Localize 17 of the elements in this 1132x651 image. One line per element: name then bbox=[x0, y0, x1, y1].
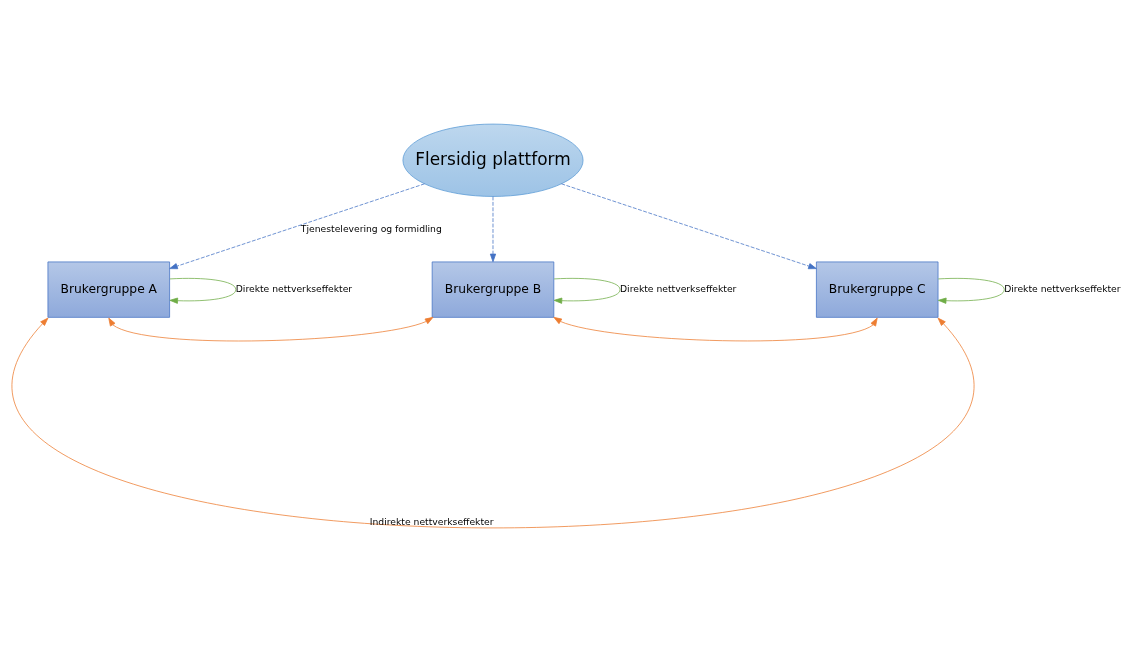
edge-label: Tjenestelevering og formidling bbox=[300, 222, 442, 234]
arrow bbox=[108, 316, 434, 341]
edge-label: Indirekte nettverkseffekter bbox=[369, 515, 494, 527]
edge-label: Direkte nettverkseffekter bbox=[1004, 282, 1121, 294]
arrow bbox=[169, 182, 425, 269]
arrow bbox=[561, 182, 817, 269]
node-box: Brukergruppe C bbox=[816, 261, 939, 318]
arrow bbox=[937, 277, 1005, 304]
node-ellipse: Flersidig plattform bbox=[402, 123, 584, 197]
node-box: Brukergruppe B bbox=[431, 261, 555, 318]
arrow bbox=[553, 316, 878, 341]
arrow bbox=[169, 277, 237, 304]
arrow bbox=[553, 277, 621, 304]
node-box: Brukergruppe A bbox=[47, 261, 170, 318]
arrow bbox=[489, 195, 497, 262]
edge-label: Direkte nettverkseffekter bbox=[235, 282, 353, 294]
edge-label: Direkte nettverkseffekter bbox=[619, 282, 737, 294]
